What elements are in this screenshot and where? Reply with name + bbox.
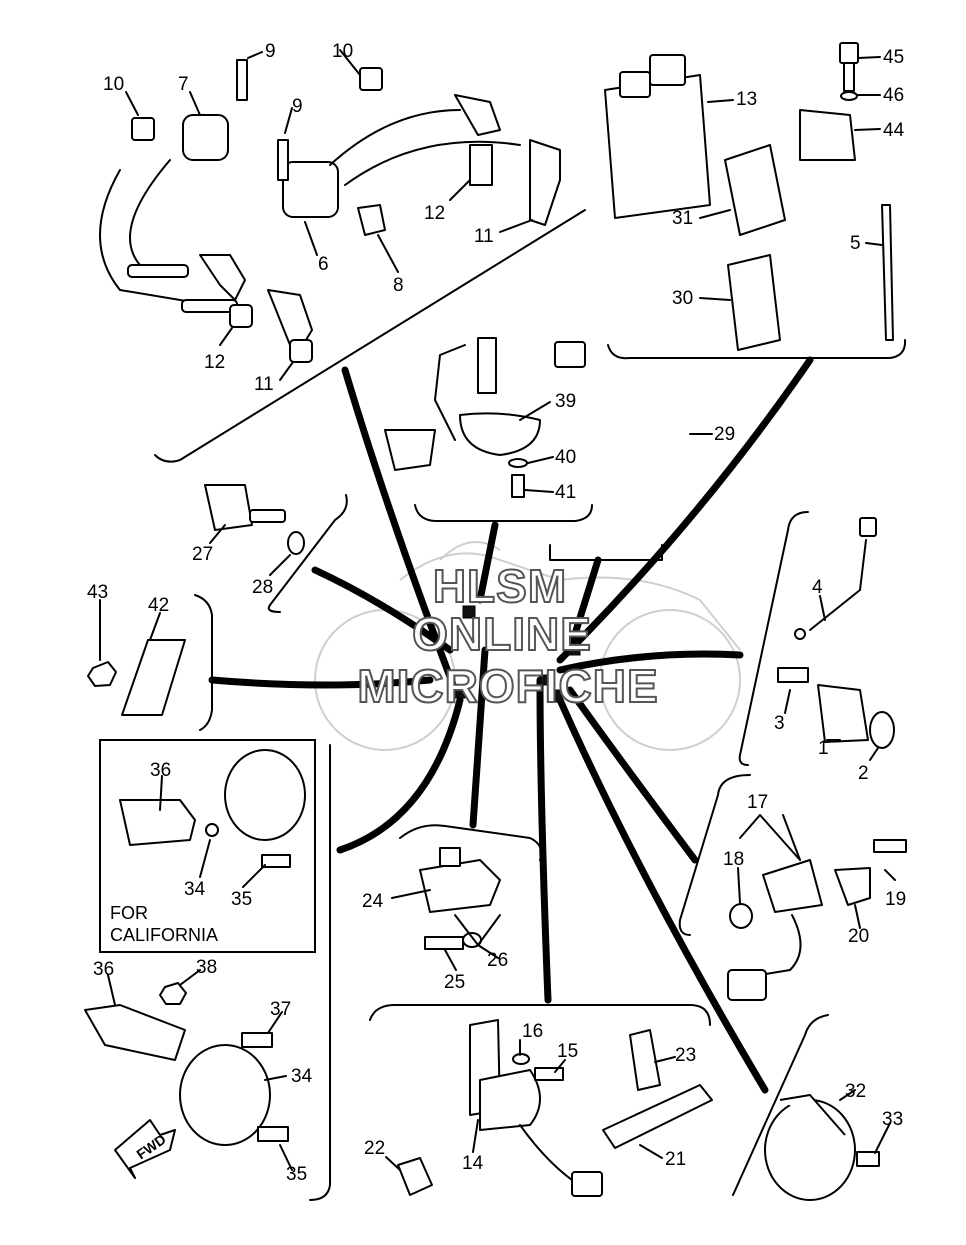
callout-21: 21 [665, 1149, 686, 1170]
reflector-group [87, 639, 186, 716]
harness-leaders [208, 356, 814, 1094]
callout-3: 3 [774, 713, 785, 734]
callout-13: 13 [736, 89, 757, 110]
map-sensor-group [419, 847, 501, 950]
callout-25: 25 [444, 972, 465, 993]
callout-1: 1 [818, 738, 829, 759]
callout-17: 17 [747, 792, 768, 813]
callout-40: 40 [555, 447, 576, 468]
callout-leaders [99, 49, 896, 1171]
callout-5: 5 [850, 233, 861, 254]
fuel-sender-group [384, 337, 586, 498]
callout-10: 10 [332, 41, 353, 62]
callout-12: 12 [424, 203, 445, 224]
callout-23: 23 [675, 1045, 696, 1066]
callout-38: 38 [196, 957, 217, 978]
callout-32: 32 [845, 1081, 866, 1102]
horn-right-group [764, 1094, 880, 1201]
callout-24: 24 [362, 891, 384, 912]
callout-9: 9 [265, 41, 276, 62]
switch-27-group [204, 484, 305, 555]
callout-10: 10 [103, 74, 124, 95]
callout-35: 35 [286, 1164, 307, 1185]
callout-6: 6 [318, 254, 329, 275]
callout-22: 22 [364, 1138, 385, 1159]
ignition-coil-group [99, 59, 561, 363]
callout-34: 34 [291, 1066, 313, 1087]
callout-28: 28 [252, 577, 273, 598]
callout-29: 29 [714, 424, 735, 445]
callout-15: 15 [557, 1041, 578, 1062]
callout-18: 18 [723, 849, 744, 870]
speed-sensor-group [727, 839, 907, 1001]
panel-outlines [99, 209, 907, 1201]
horn-left-group [84, 982, 289, 1179]
callout-16: 16 [522, 1021, 543, 1042]
callout-44: 44 [883, 120, 905, 141]
callout-37: 37 [270, 999, 291, 1020]
callout-9: 9 [292, 96, 303, 117]
callout-39: 39 [555, 391, 576, 412]
california-horn-group [119, 749, 306, 868]
callout-34: 34 [184, 879, 206, 900]
callout-30: 30 [672, 288, 693, 309]
callout-7: 7 [178, 74, 189, 95]
callout-45: 45 [883, 47, 904, 68]
starter-group [397, 1019, 713, 1197]
harness-connectors [452, 605, 581, 703]
callout-41: 41 [555, 482, 576, 503]
callout-33: 33 [882, 1109, 903, 1130]
callout-19: 19 [885, 889, 906, 910]
watermark-line3: MICROFICHE [357, 660, 658, 712]
callout-14: 14 [462, 1153, 484, 1174]
california-note-line1: FOR [110, 903, 148, 923]
callout-31: 31 [672, 208, 693, 229]
callout-8: 8 [393, 275, 404, 296]
callout-2: 2 [858, 763, 869, 784]
callout-42: 42 [148, 595, 169, 616]
callout-20: 20 [848, 926, 869, 947]
california-note-line2: CALIFORNIA [110, 925, 218, 945]
callout-4: 4 [812, 577, 823, 598]
watermark-line1: HLSM [433, 560, 567, 612]
callout-36: 36 [150, 760, 171, 781]
watermark-line2: ONLINE [412, 608, 592, 660]
callout-35: 35 [231, 889, 252, 910]
callout-11: 11 [474, 226, 494, 247]
callout-36: 36 [93, 959, 114, 980]
callout-27: 27 [192, 544, 213, 565]
callout-11: 11 [254, 374, 274, 395]
callout-43: 43 [87, 582, 108, 603]
ecu-relay-group [604, 42, 894, 351]
callout-numbers: 9 10 7 10 9 6 8 12 11 12 11 13 31 30 45 … [87, 41, 906, 1185]
callout-26: 26 [487, 950, 508, 971]
neutral-switch-group [777, 517, 895, 749]
callout-12: 12 [204, 352, 225, 373]
callout-46: 46 [883, 85, 904, 106]
watermark: HLSM ONLINE MICROFICHE [356, 559, 658, 713]
